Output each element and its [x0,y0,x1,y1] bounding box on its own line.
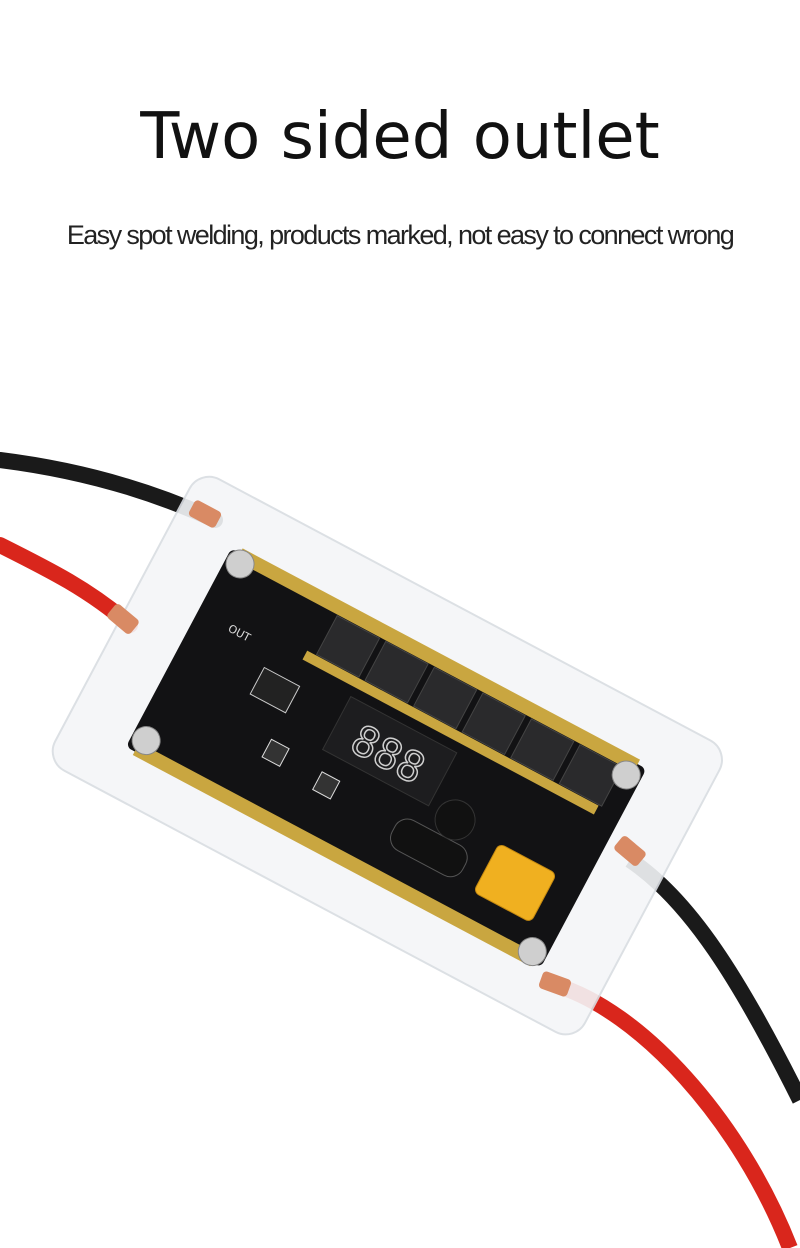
page-subtitle: Easy spot welding, products marked, not … [66,220,735,250]
capacitor [390,818,468,878]
buzzer [434,799,476,841]
gold-bar-top [236,548,640,773]
terminal-posts [131,549,641,967]
xt60-connector [475,844,556,921]
button-1 [261,738,290,767]
gold-bar-bottom [132,742,537,967]
led-display [321,695,458,807]
black-cable-right [625,853,800,1104]
copper-lugs [107,500,646,997]
button-2 [312,771,341,800]
mosfet-row [315,614,624,807]
ic-chip [249,666,301,714]
page-title: Two sided outlet [140,100,660,174]
